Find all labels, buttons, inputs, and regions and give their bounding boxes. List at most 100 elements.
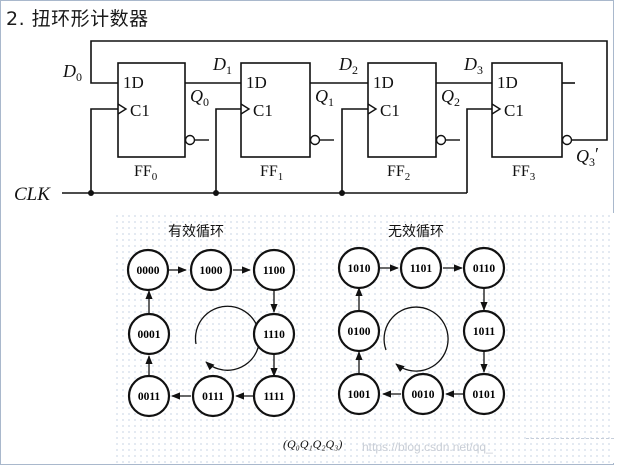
ff-sub-2: 2 [405, 171, 411, 183]
flipflop-ff3 [491, 62, 590, 158]
divider [526, 438, 614, 440]
state-node: 0001 [127, 312, 171, 356]
state-node: 1010 [337, 246, 381, 290]
state-label: 0110 [473, 263, 496, 275]
invalid-cycle-arrows [355, 264, 488, 398]
c-pin-label-2: C1 [380, 101, 400, 120]
invalid-cycle-states: 1010 1101 0110 1011 0101 0010 1001 0100 [337, 246, 506, 416]
q2-sub: 2 [454, 95, 460, 109]
d-labels: D0 D1 D2 D3 [62, 54, 483, 84]
state-node: 1100 [252, 248, 296, 292]
flipflop-ff0 [117, 62, 209, 158]
ff-name-2: FF [387, 163, 405, 180]
state-node: 1001 [337, 372, 381, 416]
svg-text:FF1: FF1 [260, 163, 283, 183]
q0-label: Q [190, 86, 203, 106]
state-node: 1110 [252, 312, 296, 356]
state-label: 1111 [263, 391, 284, 403]
flipflop-pin-labels: 1D C1 1D C1 1D C1 1D C1 [123, 73, 524, 120]
q-labels: Q0 Q1 Q2 Q3′ [190, 86, 599, 169]
d1-label: D [212, 54, 226, 74]
svg-text:D0: D0 [62, 61, 82, 84]
input-d-sub: 0 [76, 70, 82, 84]
state-node: 1000 [189, 248, 233, 292]
state-label: 0001 [138, 329, 161, 341]
state-label: 0010 [412, 389, 435, 401]
svg-text:FF3: FF3 [512, 163, 536, 183]
valid-cycle-title: 有效循环 [168, 224, 224, 240]
state-node: 1101 [399, 246, 443, 290]
state-label: 1010 [348, 263, 371, 275]
state-node: 1011 [462, 309, 506, 353]
d-pin-label-3: 1D [497, 73, 518, 92]
page-title: 2. 扭环形计数器 [6, 8, 149, 30]
ff-name-1: FF [260, 163, 278, 180]
c-pin-label-1: C1 [253, 101, 273, 120]
state-label: 1101 [410, 263, 433, 275]
state-node: 0011 [127, 374, 171, 418]
d-pin-label-2: 1D [373, 73, 394, 92]
state-label: 1110 [263, 329, 285, 341]
state-node: 0110 [462, 246, 506, 290]
svg-text:FF2: FF2 [387, 163, 410, 183]
ff-sub-0: 0 [152, 171, 158, 183]
svg-text:Q1: Q1 [315, 86, 334, 109]
d1-sub: 1 [226, 63, 232, 77]
state-label: 1001 [348, 389, 371, 401]
d3-label: D [463, 54, 477, 74]
svg-text:D2: D2 [338, 54, 358, 77]
state-node: 0000 [126, 248, 170, 292]
svg-text:Q2: Q2 [441, 86, 460, 109]
d-pin-label-0: 1D [123, 73, 144, 92]
d-pin-label-1: 1D [246, 73, 267, 92]
valid-cycle-states: 0000 1000 1100 1110 1111 0111 0011 0001 [126, 248, 296, 418]
svg-text:Q3′: Q3′ [576, 144, 599, 169]
state-node: 1111 [252, 374, 296, 418]
d2-sub: 2 [352, 63, 358, 77]
q0-sub: 0 [203, 95, 209, 109]
watermark-text: https://blog.csdn.net/qq_ [362, 440, 493, 454]
svg-text:FF0: FF0 [134, 163, 158, 183]
c-pin-label-3: C1 [504, 101, 524, 120]
svg-text:Q0: Q0 [190, 86, 209, 109]
flipflop-ff1 [240, 62, 334, 158]
ff-sub-3: 3 [530, 171, 536, 183]
q3-bar-label: Q [576, 146, 589, 166]
invalid-cycle-title: 无效循环 [388, 224, 444, 240]
state-label: 0011 [138, 391, 161, 403]
q1-sub: 1 [328, 95, 334, 109]
state-label: 0111 [202, 391, 224, 403]
q3-bar-prime: ′ [595, 144, 599, 164]
c-pin-label-0: C1 [130, 101, 150, 120]
state-node: 0100 [337, 309, 381, 353]
ff-name-3: FF [512, 163, 530, 180]
ff-sub-1: 1 [278, 171, 284, 183]
q2-label: Q [441, 86, 454, 106]
d2-label: D [338, 54, 352, 74]
state-label: 0000 [137, 265, 160, 277]
q3-bar-sub: 3 [589, 155, 595, 169]
flipflop-ff2 [367, 62, 460, 158]
state-label: 1011 [473, 326, 496, 338]
state-label: 0101 [473, 389, 496, 401]
ff-name-0: FF [134, 163, 152, 180]
state-node: 0010 [401, 372, 445, 416]
state-label: 1100 [263, 265, 286, 277]
input-d-label: D [62, 61, 76, 81]
q1-label: Q [315, 86, 328, 106]
clk-label: CLK [14, 184, 51, 205]
state-label: 1000 [200, 265, 223, 277]
state-order-label: (Q₀Q₁Q₂Q₃) [283, 437, 342, 451]
clock-junctions [88, 190, 345, 196]
svg-text:D1: D1 [212, 54, 232, 77]
flipflop-names: FF0 FF1 FF2 FF3 [134, 163, 536, 183]
feedback-wire [90, 40, 608, 141]
svg-text:D3: D3 [463, 54, 483, 77]
clock-wire [62, 108, 492, 194]
d3-sub: 3 [477, 63, 483, 77]
state-node: 0101 [462, 372, 506, 416]
state-node: 0111 [191, 374, 235, 418]
valid-cycle-arrows [145, 266, 278, 400]
state-label: 0100 [348, 326, 371, 338]
